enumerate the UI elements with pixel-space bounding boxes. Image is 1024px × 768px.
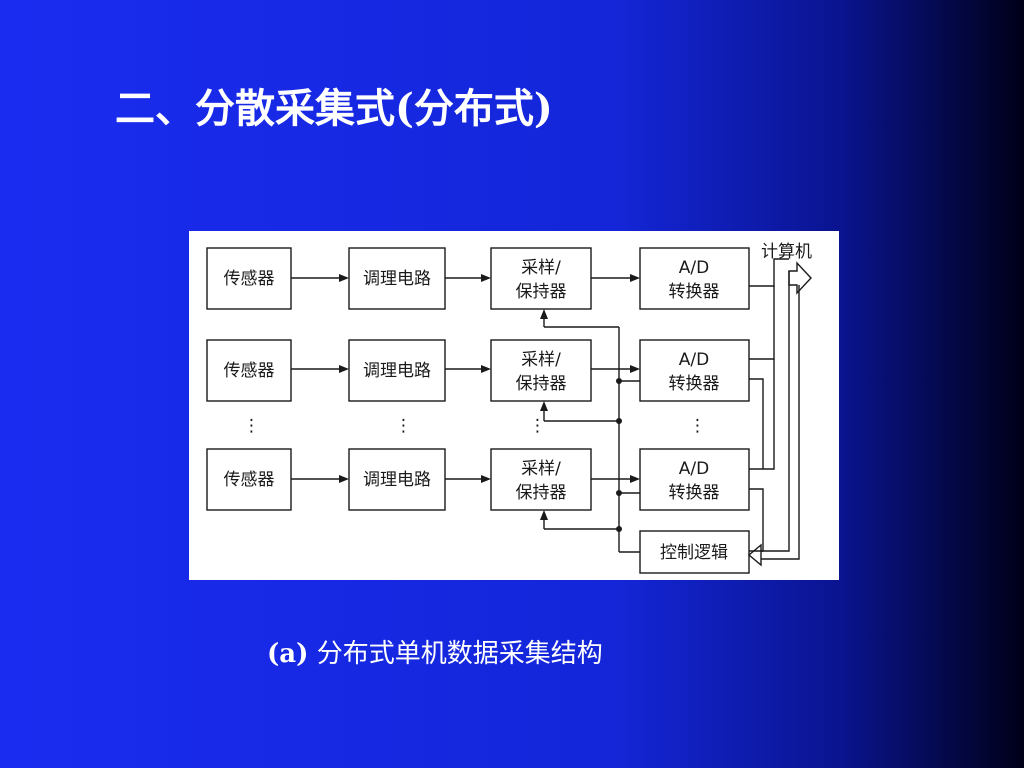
- ellipsis: ⋮: [689, 416, 706, 436]
- channel-row-1: 传感器 调理电路 采样/ 保持器 A/D 转换器: [206, 247, 750, 310]
- ad-converter-label-line1: A/D: [679, 350, 709, 370]
- arrowhead: [481, 475, 491, 483]
- conditioning-box: [348, 448, 446, 511]
- arrowhead: [339, 475, 349, 483]
- sensor-label: 传感器: [224, 470, 275, 490]
- ad-converter-label-line2: 转换器: [669, 483, 720, 503]
- ad-converter-box: [639, 247, 750, 310]
- arrowhead: [630, 274, 640, 282]
- conditioning-label: 调理电路: [363, 361, 431, 381]
- arrowhead: [339, 365, 349, 373]
- conditioning-label: 调理电路: [363, 470, 431, 490]
- block-diagram: 传感器 调理电路 采样/ 保持器 A/D 转换器 传感器 调理电路 采样/ 保持…: [189, 231, 839, 580]
- control-logic-box: [639, 530, 750, 574]
- sample-hold-box: [490, 247, 592, 310]
- control-bus: [540, 309, 640, 553]
- slide-title: 二、分散采集式(分布式): [115, 85, 553, 132]
- sensor-label: 传感器: [224, 361, 275, 381]
- sample-hold-label-line1: 采样/: [521, 258, 561, 278]
- arrowhead: [630, 365, 640, 373]
- sensor-box: [206, 247, 292, 310]
- ad-converter-label-line1: A/D: [679, 459, 709, 479]
- arrowhead: [339, 274, 349, 282]
- conditioning-box: [348, 339, 446, 402]
- arrowhead: [630, 475, 640, 483]
- conditioning-label: 调理电路: [363, 269, 431, 289]
- arrowhead-to-control: [747, 543, 762, 567]
- sample-hold-label-line2: 保持器: [516, 483, 567, 503]
- conditioning-box: [348, 247, 446, 310]
- ad-converter-label-line1: A/D: [679, 258, 709, 278]
- sample-hold-box: [490, 339, 592, 402]
- sample-hold-label-line2: 保持器: [516, 282, 567, 302]
- arrowhead: [481, 365, 491, 373]
- data-bus: [747, 258, 812, 567]
- sample-hold-box: [490, 448, 592, 511]
- computer-label: 计算机: [761, 242, 812, 262]
- sensor-label: 传感器: [224, 269, 275, 289]
- caption-text: 分布式单机数据采集结构: [316, 639, 603, 669]
- sample-hold-label-line1: 采样/: [521, 459, 561, 479]
- output-arrow: [788, 261, 812, 295]
- channel-row-3: 传感器 调理电路 采样/ 保持器 A/D 转换器: [206, 448, 750, 511]
- figure-caption: (a) 分布式单机数据采集结构: [267, 633, 603, 670]
- arrowhead: [481, 274, 491, 282]
- caption-label: (a): [267, 639, 309, 669]
- ad-converter-box: [639, 339, 750, 402]
- ellipsis: ⋮: [529, 416, 546, 436]
- channel-row-2: 传感器 调理电路 采样/ 保持器 A/D 转换器: [206, 339, 750, 402]
- ellipsis: ⋮: [395, 416, 412, 436]
- control-logic-label: 控制逻辑: [660, 543, 728, 563]
- sample-hold-label-line2: 保持器: [516, 374, 567, 394]
- sensor-box: [206, 339, 292, 402]
- ellipsis: ⋮: [243, 416, 260, 436]
- ad-converter-label-line2: 转换器: [669, 374, 720, 394]
- ad-converter-label-line2: 转换器: [669, 282, 720, 302]
- block-diagram-svg: 传感器 调理电路 采样/ 保持器 A/D 转换器 传感器 调理电路 采样/ 保持…: [206, 242, 812, 574]
- ad-converter-box: [639, 448, 750, 511]
- sample-hold-label-line1: 采样/: [521, 350, 561, 370]
